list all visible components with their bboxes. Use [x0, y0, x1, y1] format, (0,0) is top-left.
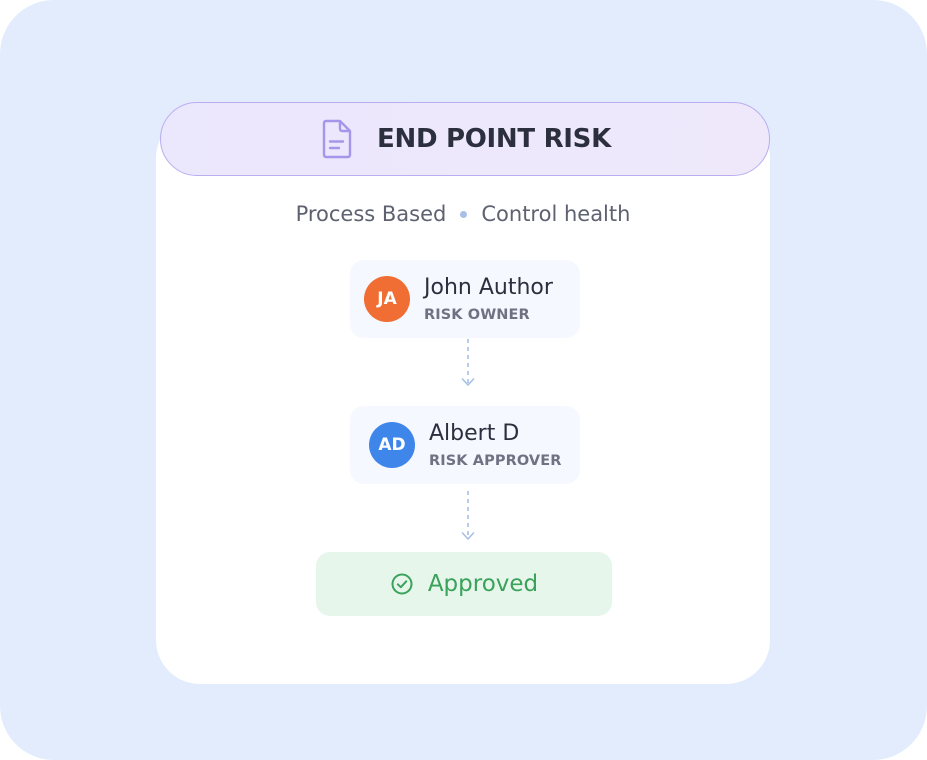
risk-card-header: END POINT RISK [160, 102, 770, 176]
document-icon [322, 119, 352, 159]
risk-category: Process Based [295, 202, 447, 226]
risk-meta: Process Based Control health [156, 202, 770, 226]
risk-owner-name: John Author [424, 274, 553, 300]
status-label: Approved [427, 571, 539, 597]
risk-approver-name: Albert D [429, 420, 520, 446]
approval-status-badge: Approved [316, 552, 612, 616]
avatar: AD [369, 422, 415, 468]
risk-owner-card[interactable]: JA John Author RISK OWNER [350, 260, 580, 338]
check-circle-icon [391, 573, 413, 595]
flow-connector [461, 491, 475, 543]
risk-approver-card[interactable]: AD Albert D RISK APPROVER [350, 406, 580, 484]
avatar: JA [364, 276, 410, 322]
risk-type: Control health [481, 202, 631, 226]
risk-approver-role: RISK APPROVER [429, 453, 562, 470]
separator-dot [460, 210, 468, 218]
risk-owner-role: RISK OWNER [424, 307, 530, 324]
flow-connector [461, 339, 475, 389]
risk-title: END POINT RISK [377, 124, 611, 154]
